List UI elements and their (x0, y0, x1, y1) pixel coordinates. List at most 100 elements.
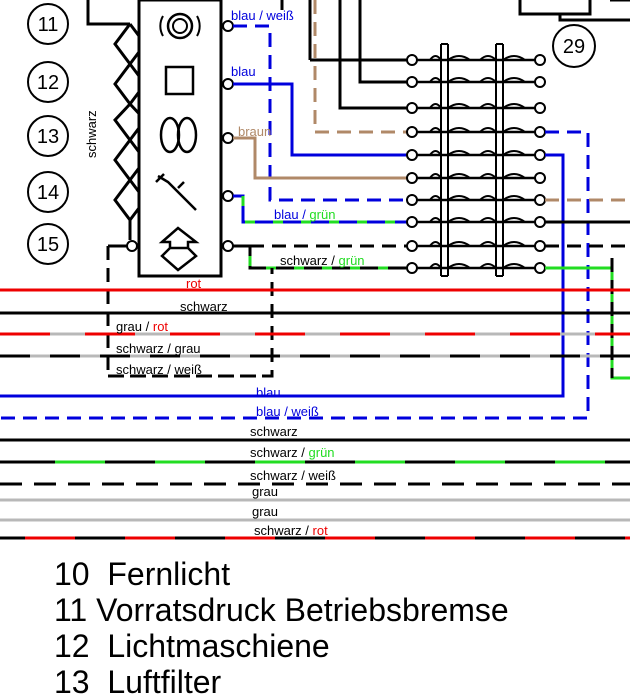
connector-pin (534, 216, 546, 228)
wire-braun-dashed (313, 0, 410, 134)
legend-item: 13 Luftfilter (54, 664, 624, 700)
legend-item: 11 Vorratsdruck Betriebsbremse (54, 592, 624, 628)
connector-crossing (429, 127, 442, 133)
connector-rows (406, 54, 546, 274)
brake-pressure-icon (159, 12, 201, 40)
label-rot: rot (186, 276, 202, 291)
connector-pin (406, 262, 418, 274)
label-braun: braun (238, 124, 271, 139)
top-wire (358, 0, 410, 84)
bus-label: grau (252, 484, 278, 499)
connector-crossing (502, 241, 526, 247)
connector-crossing (502, 173, 526, 179)
connector-crossing (447, 55, 471, 61)
connector-crossing (429, 241, 442, 247)
connector-pin (534, 194, 546, 206)
top-wire (558, 14, 630, 22)
connector-pin (534, 126, 546, 138)
connector-number: 29 (563, 36, 585, 58)
connector-crossing (479, 103, 497, 109)
connector-crossing (447, 263, 471, 269)
connector-crossing (502, 195, 526, 201)
indicator-number: 11 (38, 14, 59, 36)
indicator-number: 13 (37, 126, 59, 148)
connector-pin (406, 76, 418, 88)
connector-crossing (447, 195, 471, 201)
connector-pin (534, 262, 546, 274)
indicator-number: 15 (37, 234, 59, 256)
label-grau-rot: grau / rot (116, 319, 168, 334)
wire-right-blau-weiss (0, 130, 590, 420)
connector-crossing (479, 150, 497, 156)
bus-label: schwarz / rot (254, 523, 328, 538)
connector-crossing (479, 173, 497, 179)
connector-crossing (502, 127, 526, 133)
connector-pin (534, 149, 546, 161)
connector-crossing (447, 127, 471, 133)
wire-right-blau (0, 153, 565, 398)
indicator-number: 14 (37, 182, 59, 204)
connector-crossing (479, 55, 497, 61)
connector-block (440, 43, 504, 277)
indicator-number-circle (27, 3, 69, 45)
arrow-up-down-icon (158, 226, 200, 272)
connector-crossing (429, 150, 442, 156)
legend-item: 10 Fernlicht (54, 556, 624, 592)
legend-text: Vorratsdruck Betriebsbremse (96, 592, 509, 628)
connector-crossing (447, 241, 471, 247)
legend-text: Fernlicht (107, 556, 231, 592)
label-blau-gruen: blau / grün (274, 207, 335, 222)
connector-crossing (429, 173, 442, 179)
label-blau-weiss: blau / weiß (231, 8, 294, 23)
connector-crossing (502, 77, 526, 83)
wire-blau-gruen (233, 194, 410, 224)
connector-crossing (502, 217, 526, 223)
connector-crossing (447, 217, 471, 223)
bus-label: schwarz (250, 424, 298, 439)
connector-crossing (447, 77, 471, 83)
panel-pins (126, 20, 234, 252)
connector-crossing (479, 195, 497, 201)
legend-item: 12 Lichtmaschiene (54, 628, 624, 664)
bus-label: blau (256, 385, 281, 400)
legend-number: 10 (54, 556, 90, 592)
connector-crossing (429, 55, 442, 61)
legend-number: 11 (54, 592, 88, 628)
legend-number: 13 (54, 664, 90, 700)
indicator-number-circle (27, 61, 69, 103)
bus-label: schwarz / weiß (250, 468, 336, 483)
connector-crossing (429, 103, 442, 109)
connector-crossing (502, 55, 526, 61)
connector-pin (406, 149, 418, 161)
connector-pin (406, 102, 418, 114)
connector-crossing (479, 77, 497, 83)
connector-pin (406, 194, 418, 206)
wire-blau (233, 82, 410, 157)
legend-number: 12 (54, 628, 90, 664)
label-blau: blau (231, 64, 256, 79)
connector-pin (406, 216, 418, 228)
connector-pin (406, 54, 418, 66)
connector-crossing (479, 263, 497, 269)
connector-crossing (429, 263, 442, 269)
bus-label: grau (252, 504, 278, 519)
wire-braun (233, 136, 410, 180)
top-wire (338, 0, 410, 110)
indicator-number-circle (27, 115, 69, 157)
connector-crossing (479, 217, 497, 223)
component-top-right (518, 0, 592, 16)
wrench-icon (155, 173, 197, 211)
generator-icon (164, 65, 195, 96)
top-wire (86, 0, 130, 26)
legend-text: Luftfilter (107, 664, 222, 700)
connector-crossing (502, 150, 526, 156)
connector-pin (534, 172, 546, 184)
connector-crossing (479, 127, 497, 133)
indicator-number-circle (27, 223, 69, 265)
connector-crossing (479, 241, 497, 247)
legend: 10 Fernlicht 11 Vorratsdruck Betriebsbre… (54, 556, 624, 700)
label-schwarz-gruen: schwarz / grün (280, 253, 365, 268)
connector-crossing (447, 173, 471, 179)
connector-number-circle (552, 24, 596, 68)
